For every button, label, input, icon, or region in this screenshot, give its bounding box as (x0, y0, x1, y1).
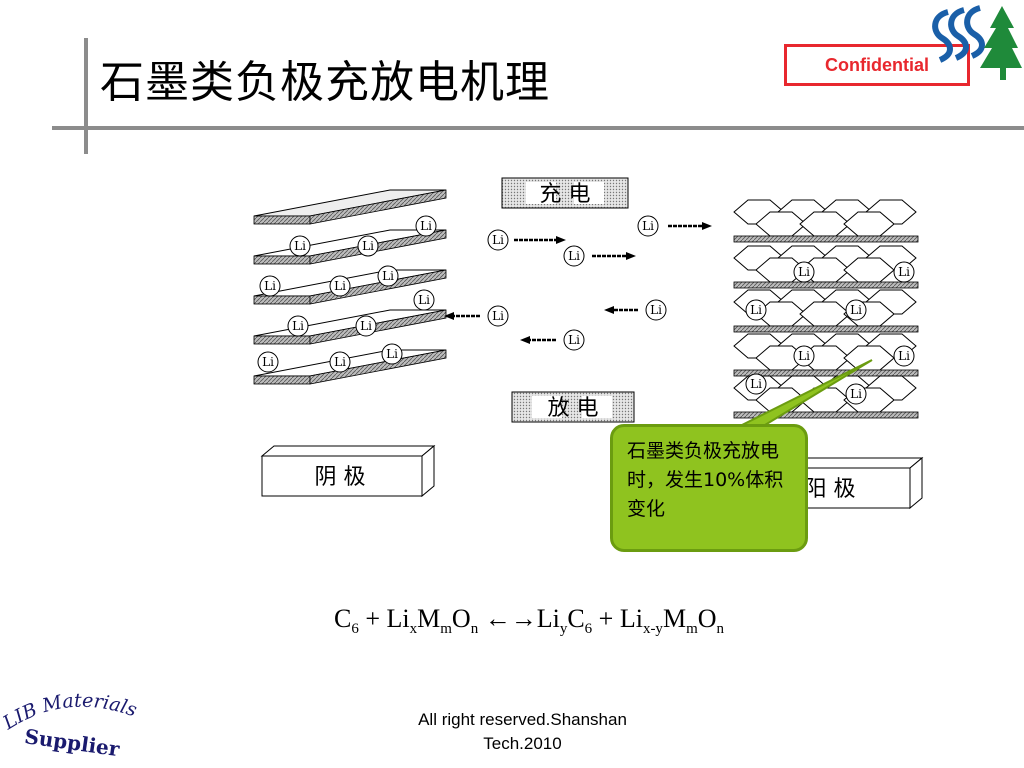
title-rule-horizontal (52, 126, 1024, 130)
svg-text:Li: Li (420, 219, 432, 233)
charge-discharge-diagram: Li Li Li Li Li Li Li Li Li Li Li Li 充 电 … (253, 177, 924, 510)
svg-text:放 电: 放 电 (548, 396, 599, 421)
charge-label-box: 充 电 (501, 177, 629, 209)
svg-text:Li: Li (650, 303, 662, 317)
svg-text:Li: Li (492, 309, 504, 323)
svg-text:Li: Li (334, 355, 346, 369)
svg-text:Li: Li (386, 347, 398, 361)
discharge-label-box: 放 电 (511, 391, 635, 423)
svg-text:Li: Li (568, 333, 580, 347)
svg-text:Li: Li (262, 355, 274, 369)
company-logo-icon (932, 5, 1022, 80)
slide-title: 石墨类负极充放电机理 (100, 57, 550, 108)
footer-line-2: Tech.2010 (483, 734, 562, 753)
svg-text:Li: Li (362, 239, 374, 253)
svg-text:Li: Li (750, 377, 762, 391)
svg-text:Li: Li (360, 319, 372, 333)
lib-materials-supplier-logo: LIB Materials Supplier (0, 690, 140, 762)
svg-text:Li: Li (264, 279, 276, 293)
svg-text:Li: Li (382, 269, 394, 283)
svg-text:Supplier: Supplier (23, 724, 121, 761)
right-li-ions: Li Li Li Li Li Li Li Li (745, 261, 915, 405)
footer-line-1: All right reserved.Shanshan (418, 710, 627, 729)
footer-copyright: All right reserved.Shanshan Tech.2010 (350, 708, 695, 756)
svg-text:阴 极: 阴 极 (315, 465, 366, 490)
svg-text:Li: Li (418, 293, 430, 307)
svg-text:Li: Li (568, 249, 580, 263)
svg-text:Li: Li (642, 219, 654, 233)
cathode-label-box: 阴 极 (260, 444, 436, 498)
svg-text:Li: Li (292, 319, 304, 333)
volume-change-callout: 石墨类负极充放电时，发生10%体积变化 (610, 424, 808, 552)
confidential-badge: Confidential (784, 44, 970, 86)
svg-text:Li: Li (898, 265, 910, 279)
svg-text:Li: Li (492, 233, 504, 247)
charge-ion-flow: Li Li Li (487, 215, 712, 267)
svg-text:Li: Li (898, 349, 910, 363)
svg-text:LIB Materials: LIB Materials (0, 690, 140, 735)
reaction-equation: C6 + LixMmOn ←→LiyC6 + Lix-yMmOn (334, 604, 725, 638)
svg-text:Li: Li (850, 387, 862, 401)
svg-text:Li: Li (750, 303, 762, 317)
svg-text:Li: Li (798, 265, 810, 279)
discharge-ion-flow: Li Li Li (444, 299, 667, 351)
title-rule-vertical (84, 38, 88, 154)
svg-text:Li: Li (850, 303, 862, 317)
svg-text:阳 极: 阳 极 (805, 477, 856, 502)
svg-text:充 电: 充 电 (540, 182, 591, 207)
svg-text:Li: Li (334, 279, 346, 293)
left-li-ions: Li Li Li Li Li Li Li Li Li Li Li Li (257, 215, 437, 373)
svg-text:Li: Li (798, 349, 810, 363)
svg-text:Li: Li (294, 239, 306, 253)
